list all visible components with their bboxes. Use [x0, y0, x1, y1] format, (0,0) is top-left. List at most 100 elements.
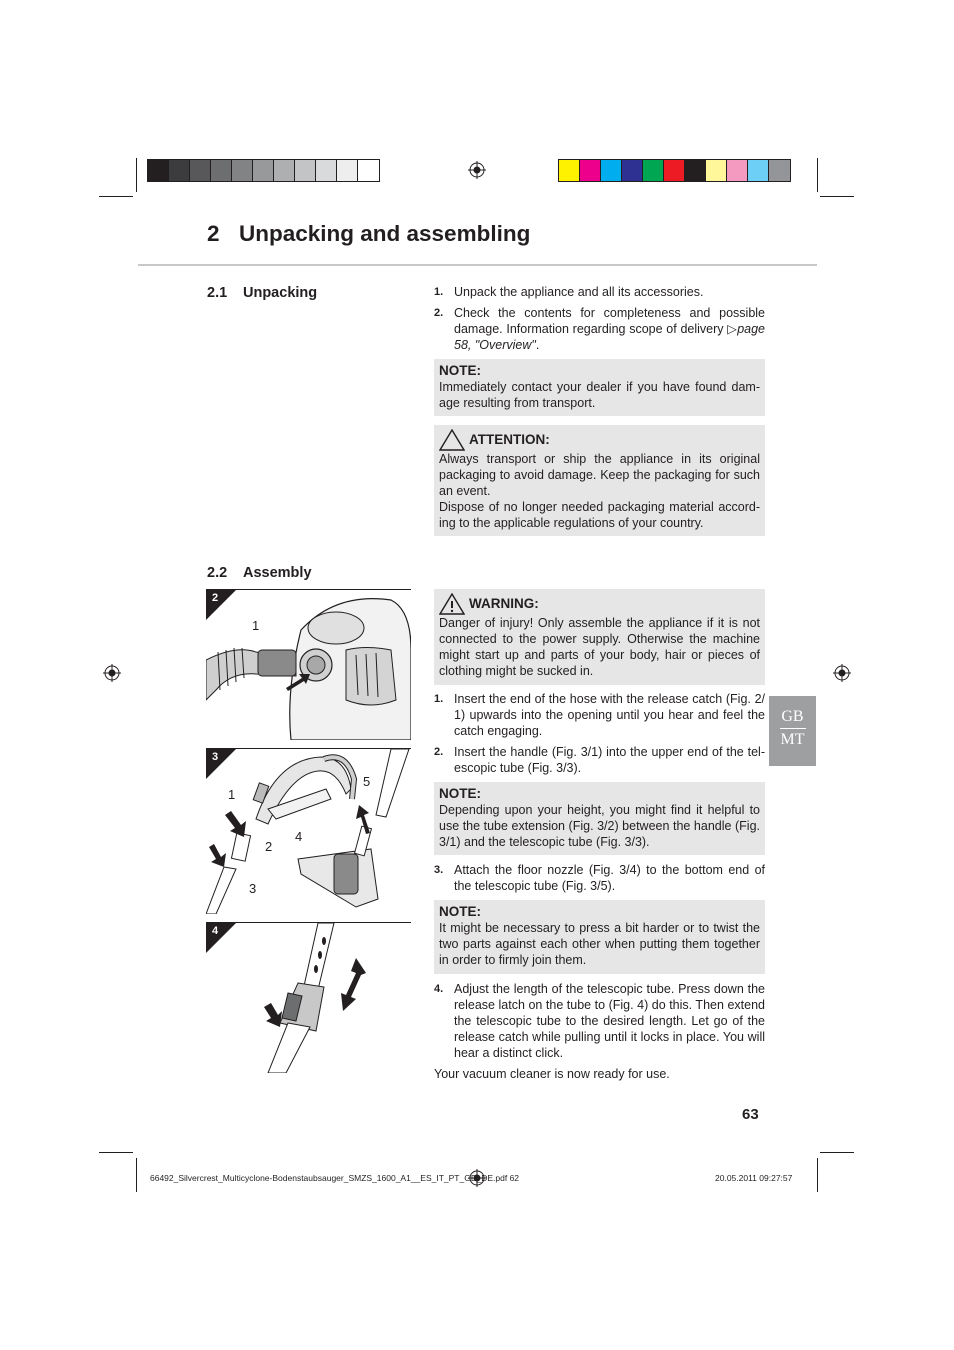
chapter-number: 2	[207, 221, 220, 246]
warning-title: WARNING:	[469, 596, 539, 611]
section-heading-unpacking: 2.1 Unpacking	[207, 285, 317, 301]
figure-label: 3	[249, 881, 257, 896]
footer-file: 66492_Silvercrest_Multicyclone-Bodenstau…	[150, 1173, 520, 1183]
note-text: It might be necessary to press a bit har…	[439, 921, 760, 967]
heading-rule	[138, 264, 817, 266]
note-box: NOTE: Immediately contact your dealer if…	[434, 359, 765, 416]
figure-label: 4	[295, 829, 303, 844]
color-swatch	[664, 160, 685, 181]
assembly-steps-a: 1.Insert the end of the hose with the re…	[434, 691, 765, 776]
color-swatch	[769, 160, 790, 181]
crop-mark	[820, 1152, 854, 1153]
color-swatch	[211, 160, 232, 181]
list-item: 2.Check the contents for completeness an…	[434, 306, 765, 352]
color-swatch	[190, 160, 211, 181]
note-title: NOTE:	[439, 786, 481, 801]
figure-2: 2 1	[206, 589, 411, 740]
note-box: NOTE: Depending upon your height, you mi…	[434, 782, 765, 855]
triangle-right-icon: ▷	[727, 322, 738, 336]
language-tab: GB MT	[769, 696, 816, 766]
figure-label: 1	[228, 787, 236, 802]
footer-date: 20.05.2011 09:27:57	[715, 1173, 793, 1183]
color-swatch	[706, 160, 727, 181]
page-number: 63	[742, 1106, 759, 1123]
figure-tag	[206, 590, 236, 620]
color-swatch	[622, 160, 643, 181]
color-swatch	[748, 160, 769, 181]
crop-mark	[99, 1152, 133, 1153]
attention-box: ATTENTION: Always transport or ship the …	[434, 425, 765, 536]
color-swatch	[295, 160, 316, 181]
list-item: 4.Adjust the length of the telescopic tu…	[434, 982, 765, 1060]
note-title: NOTE:	[439, 904, 481, 919]
warning-box: WARNING: Danger of injury! Only assemble…	[434, 589, 765, 685]
color-swatch	[358, 160, 379, 181]
figure-number: 2	[212, 592, 219, 604]
color-swatch	[316, 160, 337, 181]
list-item: 1.Insert the end of the hose with the re…	[434, 692, 765, 738]
color-swatch	[643, 160, 664, 181]
crop-mark	[817, 158, 818, 192]
telescopic-tube-illustration	[264, 923, 366, 1073]
crop-mark	[820, 196, 854, 197]
color-swatch	[727, 160, 748, 181]
chapter-heading: 2 Unpacking and assembling	[207, 221, 530, 247]
section-heading-assembly: 2.2 Assembly	[207, 565, 312, 581]
warning-triangle-icon	[439, 593, 465, 615]
color-swatch	[559, 160, 580, 181]
registration-mark-icon	[833, 664, 851, 682]
warning-triangle-icon	[439, 429, 465, 451]
note-box: NOTE: It might be necessary to press a b…	[434, 900, 765, 974]
color-swatch	[580, 160, 601, 181]
section-title: Unpacking	[243, 285, 318, 301]
gray-calibration-bar	[147, 159, 380, 182]
color-swatch	[169, 160, 190, 181]
list-item: 1.Unpack the appliance and all its acces…	[434, 285, 704, 299]
registration-mark-icon	[468, 161, 486, 179]
attention-title: ATTENTION:	[469, 432, 550, 447]
tube-assembly-illustration	[206, 749, 410, 914]
section-number: 2.1	[207, 285, 228, 301]
crop-mark	[136, 158, 137, 192]
crop-mark	[136, 1158, 137, 1192]
figure-label: 1	[252, 618, 260, 633]
figure-number: 4	[212, 925, 219, 937]
unpacking-steps: 1.Unpack the appliance and all its acces…	[434, 284, 765, 353]
figure-label: 2	[265, 839, 273, 854]
figure-label: 5	[363, 774, 371, 789]
chapter-title: Unpacking and assembling	[239, 221, 531, 246]
registration-mark-icon	[103, 664, 121, 682]
figure-number: 3	[212, 751, 219, 763]
list-item: 2.Insert the handle (Fig. 3/1) into the …	[434, 745, 765, 775]
color-swatch	[337, 160, 358, 181]
assembly-steps-c: 4.Adjust the length of the telescopic tu…	[434, 981, 765, 1082]
closing-text: Your vacuum cleaner is now ready for use…	[434, 1067, 670, 1081]
attention-text: Always transport or ship the appliance i…	[439, 452, 760, 498]
color-swatch	[253, 160, 274, 181]
color-swatch	[148, 160, 169, 181]
color-swatch	[274, 160, 295, 181]
crop-mark	[817, 1158, 818, 1192]
note-text: Depending upon your height, you might fi…	[439, 803, 760, 849]
color-swatch	[232, 160, 253, 181]
color-calibration-bar	[558, 159, 791, 182]
figure-4: 4	[206, 922, 411, 1073]
registration-mark-icon	[468, 1169, 486, 1187]
color-swatch	[601, 160, 622, 181]
section-number: 2.2	[207, 565, 228, 581]
note-title: NOTE:	[439, 363, 481, 378]
assembly-steps-b: 3.Attach the floor nozzle (Fig. 3/4) to …	[434, 862, 765, 894]
warning-text: Danger of injury! Only assemble the appl…	[439, 616, 760, 678]
color-swatch	[685, 160, 706, 181]
attention-text: Dispose of no longer needed packaging ma…	[439, 500, 760, 530]
figure-tag	[206, 749, 236, 779]
note-text: Immediately contact your dealer if you h…	[439, 380, 760, 410]
page-reference-link[interactable]: ▷page 58, "Overview"	[454, 322, 765, 352]
language-code: MT	[779, 728, 806, 751]
list-item: 3.Attach the floor nozzle (Fig. 3/4) to …	[434, 863, 765, 893]
figure-tag	[206, 923, 236, 953]
section-title: Assembly	[243, 565, 312, 581]
hose-insertion-illustration	[206, 598, 411, 740]
crop-mark	[99, 196, 133, 197]
language-code: GB	[781, 708, 804, 725]
